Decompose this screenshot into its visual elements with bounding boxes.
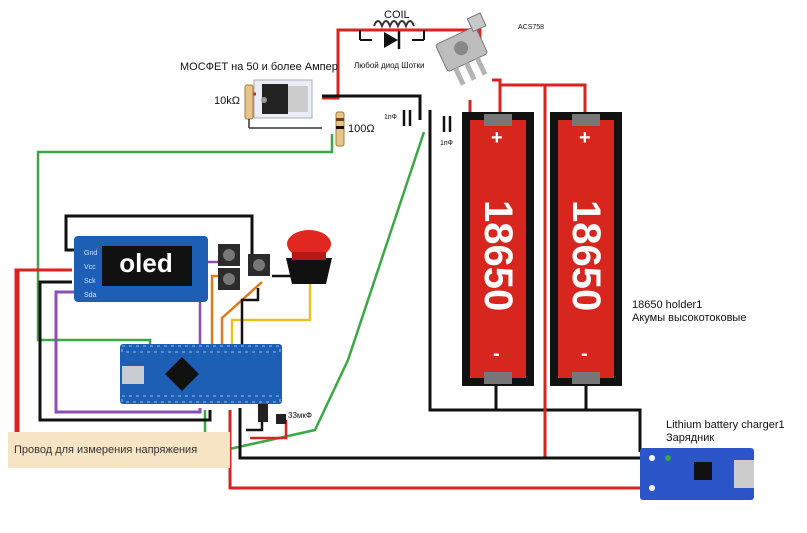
battery-cell-1 xyxy=(462,112,534,386)
battery-cell-2 xyxy=(550,112,622,386)
oled-display xyxy=(74,236,208,302)
tactile-button-2 xyxy=(218,268,240,290)
cap-1pf-right xyxy=(442,116,452,132)
schottky-diode xyxy=(359,30,425,49)
fire-button xyxy=(286,230,332,284)
cap-33uf xyxy=(258,404,286,424)
black-wire-battery xyxy=(494,386,588,410)
oled-pin-vcc: Vcc xyxy=(84,264,96,271)
mosfet-label: МОСФЕТ на 50 и более Ампер xyxy=(180,61,338,73)
resistor-100-label: 100Ω xyxy=(348,123,375,135)
cap-1pf-left-label: 1пФ xyxy=(384,114,398,121)
battery-2-minus: - xyxy=(581,343,588,365)
holder-label: 18650 holder1 xyxy=(632,299,703,311)
battery-1-plus: + xyxy=(491,127,503,149)
resistor-100 xyxy=(335,111,345,147)
tactile-button-3 xyxy=(248,254,270,276)
battery-1-minus: - xyxy=(493,343,500,365)
coil-inductor xyxy=(373,20,415,29)
arduino-nano xyxy=(120,344,282,404)
acs758-label: ACS758 xyxy=(518,24,545,31)
oled-pin-sck: Sck xyxy=(84,278,96,285)
probe-wire-label: Провод для измерения напряжения xyxy=(14,444,198,456)
cap-33uf-label: 33мкФ xyxy=(288,411,312,420)
cap-1pf-left xyxy=(402,110,412,126)
battery-2-plus: + xyxy=(579,127,591,149)
charger-label: Lithium battery charger1 xyxy=(666,419,785,431)
cap-1pf-right-label: 1пФ xyxy=(440,140,454,147)
battery-2-text: 18650 xyxy=(564,200,608,312)
diode-label: Любой диод Шотки xyxy=(354,61,425,70)
battery-1-text: 18650 xyxy=(476,200,520,312)
tactile-button-1 xyxy=(218,244,240,266)
mosfet xyxy=(250,79,313,119)
oled-pin-sda: Sda xyxy=(84,292,97,299)
coil-label: COIL xyxy=(384,9,410,21)
probe-wire-strip xyxy=(8,432,230,468)
black-wire-mosfet xyxy=(322,94,642,452)
charger-sublabel: Зарядник xyxy=(666,432,715,444)
resistor-10k-label: 10kΩ xyxy=(214,95,240,107)
oled-pin-gnd: Gnd xyxy=(84,250,98,257)
holder-sublabel: Акумы высокотоковые xyxy=(632,312,747,324)
oled-wires xyxy=(14,214,254,440)
red-wire-top xyxy=(322,28,482,100)
oled-label: oled xyxy=(119,248,173,278)
resistor-10k xyxy=(244,84,322,129)
charger-board xyxy=(640,448,754,500)
acs758-sensor xyxy=(435,12,488,86)
